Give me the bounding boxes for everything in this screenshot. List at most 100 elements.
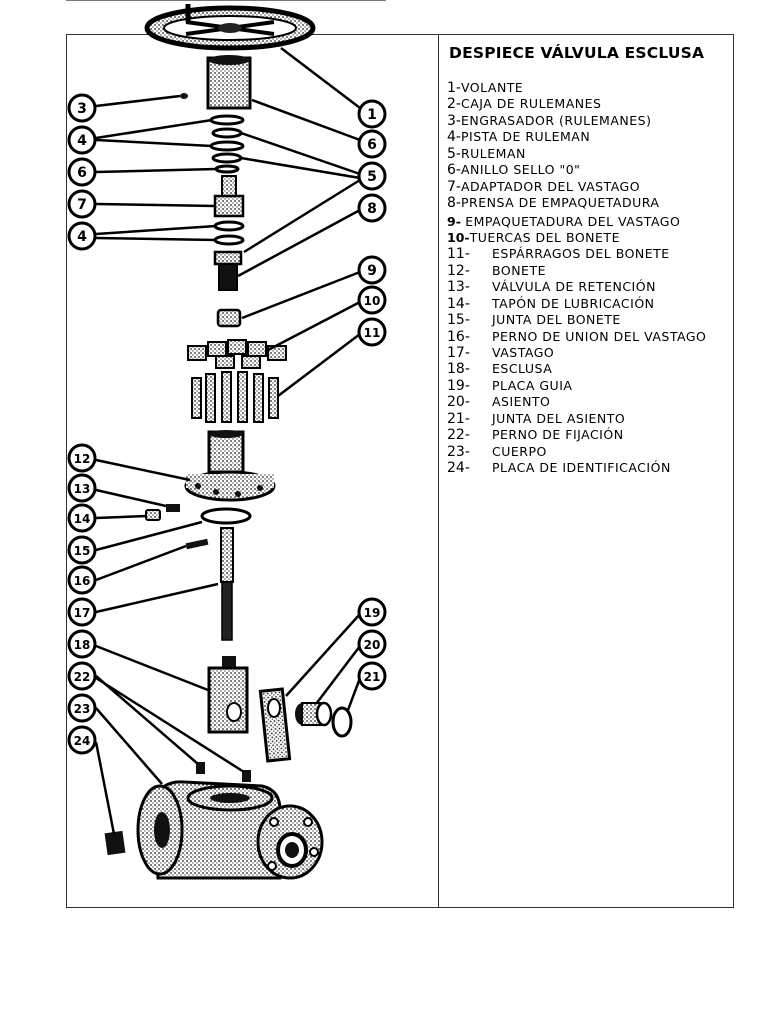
list-item: 2-CAJA DE RULEMANES [447, 96, 602, 113]
callout-5: 5 [357, 161, 387, 191]
callout-21: 21 [357, 661, 387, 691]
callout-18: 18 [67, 629, 97, 659]
stem-packing-part [216, 308, 242, 328]
svg-text:16: 16 [74, 574, 91, 588]
list-item: 5-RULEMAN [447, 145, 526, 162]
grease-fitting-part [180, 93, 188, 99]
column-divider [438, 34, 439, 908]
callout-9: 9 [357, 255, 387, 285]
svg-text:1: 1 [367, 107, 377, 123]
svg-text:12: 12 [74, 452, 91, 466]
svg-text:6: 6 [77, 165, 87, 181]
exploded-valve-drawing: 1 6 3 4 5 6 7 8 4 9 10 11 12 13 14 15 16… [67, 4, 387, 880]
bearing-rings-part [209, 114, 245, 174]
list-item: 19-PLACA GUIA [447, 377, 573, 394]
list-item: 17-VASTAGO [447, 345, 555, 361]
svg-text:8: 8 [367, 201, 377, 217]
list-item: 14-TAPÓN DE LUBRICACIÓN [447, 295, 655, 312]
svg-text:20: 20 [364, 638, 381, 652]
svg-text:15: 15 [74, 544, 91, 558]
nameplate-part [104, 830, 126, 856]
list-item: 16-PERNO DE UNION DEL VASTAGO [447, 328, 707, 345]
callout-24: 24 [67, 725, 97, 755]
top-rule [66, 0, 386, 1]
svg-text:24: 24 [74, 734, 91, 748]
callout-10: 10 [357, 285, 387, 315]
list-item: 15-JUNTA DEL BONETE [447, 312, 621, 329]
svg-text:19: 19 [364, 606, 381, 620]
bonnet-gasket-part [200, 507, 252, 525]
list-item: 12-BONETE [447, 262, 546, 279]
gate-part [207, 656, 249, 734]
list-item: 7-ADAPTADOR DEL VASTAGO [447, 178, 641, 195]
svg-text:13: 13 [74, 482, 91, 496]
svg-text:6: 6 [367, 137, 377, 153]
callout-11: 11 [357, 317, 387, 347]
svg-text:4: 4 [77, 133, 87, 149]
svg-text:10: 10 [364, 294, 381, 308]
callout-labels: 1 6 3 4 5 6 7 8 4 9 10 11 12 13 14 15 16… [67, 93, 387, 755]
bonnet-studs-part [191, 371, 279, 423]
callout-22: 22 [67, 661, 97, 691]
packing-gland-part [213, 250, 243, 291]
callout-7: 7 [67, 189, 97, 219]
callout-16: 16 [67, 565, 97, 595]
svg-text:23: 23 [74, 702, 91, 716]
callout-19: 19 [357, 597, 387, 627]
svg-text:18: 18 [74, 638, 91, 652]
list-item: 22-PERNO DE FIJACIÓN [447, 427, 624, 444]
callout-23: 23 [67, 693, 97, 723]
list-item: 3-ENGRASADOR (RULEMANES) [447, 112, 652, 129]
stem-adapter-part [213, 175, 245, 218]
bonnet-nuts-part [187, 339, 287, 369]
list-item: 6-ANILLO SELLO "0" [447, 162, 581, 179]
list-item: 20-ASIENTO [447, 394, 551, 411]
guide-plate-part [258, 687, 292, 763]
list-item: 11-ESPÁRRAGOS DEL BONETE [447, 246, 670, 263]
leader-lines [94, 47, 362, 835]
svg-text:22: 22 [74, 670, 91, 684]
callout-8: 8 [357, 193, 387, 223]
valve-body-part [136, 780, 324, 880]
parts-list: 1-VOLANTE 2-CAJA DE RULEMANES 3-ENGRASAD… [447, 80, 706, 477]
list-item: 10-TUERCAS DEL BONETE [447, 229, 620, 245]
svg-text:3: 3 [77, 101, 87, 117]
stem-pin-part [185, 538, 209, 550]
bonnet-part [184, 430, 276, 502]
callout-4b: 4 [67, 221, 97, 251]
bearing-housing-part [206, 55, 252, 110]
list-item: 13-VÁLVULA DE RETENCIÓN [447, 279, 656, 296]
lube-plug-part [145, 509, 161, 521]
callout-12: 12 [67, 443, 97, 473]
svg-text:17: 17 [74, 606, 91, 620]
list-item: 21-JUNTA DEL ASIENTO [447, 410, 626, 427]
svg-text:7: 7 [77, 197, 87, 213]
list-item: 24-PLACA DE IDENTIFICACIÓN [447, 460, 671, 477]
svg-text:11: 11 [364, 326, 381, 340]
list-item: 8-PRENSA DE EMPAQUETADURA [447, 195, 660, 212]
callout-6: 6 [67, 157, 97, 187]
list-item: 4-PISTA DE RULEMAN [447, 129, 591, 146]
callout-1: 1 [357, 99, 387, 129]
svg-text:4: 4 [77, 229, 87, 245]
svg-text:5: 5 [367, 169, 377, 185]
svg-text:9: 9 [367, 263, 377, 279]
callout-3: 3 [67, 93, 97, 123]
callout-20: 20 [357, 629, 387, 659]
svg-text:21: 21 [364, 670, 381, 684]
list-item: 18-ESCLUSA [447, 361, 553, 378]
callout-4a: 4 [67, 125, 97, 155]
callout-13: 13 [67, 473, 97, 503]
handwheel-part [144, 4, 316, 51]
callout-15: 15 [67, 535, 97, 565]
list-item: 9- EMPAQUETADURA DEL VASTAGO [447, 213, 681, 229]
callout-2: 6 [357, 129, 387, 159]
list-item: 23-CUERPO [447, 443, 547, 460]
stem-part [220, 527, 234, 641]
document-title: DESPIECE VÁLVULA ESCLUSA [449, 44, 705, 62]
callout-17: 17 [67, 597, 97, 627]
table-frame [66, 34, 734, 908]
check-valve-part [166, 504, 180, 512]
seat-part [295, 701, 333, 727]
list-item: 1-VOLANTE [447, 80, 524, 96]
